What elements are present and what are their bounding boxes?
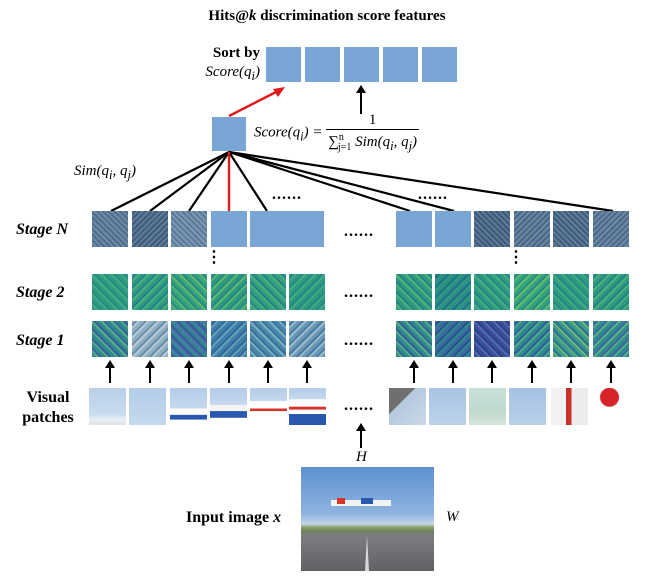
stage-n-tile [514,211,550,247]
vertical-ellipsis: ⋮ [508,249,524,266]
stage-1-tile [553,321,589,357]
visual-patch [170,388,207,425]
stage-n-label: Stage N [16,221,68,238]
height-label: H [356,449,367,465]
stage-n-tile [396,211,432,247]
sorted-score-tile [344,47,379,82]
up-arrow-icon [566,360,576,383]
visual-patch [429,388,466,425]
stage-2-tile [289,274,325,310]
stage-2-tile [396,274,432,310]
stage-2-tile [92,274,128,310]
up-arrow-icon [487,360,497,383]
ellipsis: ...... [344,223,374,240]
stage-n-tile [593,211,629,247]
diagram-title: Hits@k discrimination score features [208,8,446,24]
stage-2-tile [250,274,286,310]
stage-2-tile [211,274,247,310]
score-formula: Score(qi) = 1 ∑nj=1 Sim(qi, qj) [254,112,420,153]
visual-patch [210,388,247,425]
stage-2-tile [474,274,510,310]
stage-n-tile [553,211,589,247]
ellipsis: ...... [344,332,374,349]
stage-1-label: Stage 1 [16,332,65,349]
stage-2-tile [553,274,589,310]
stage-2-tile [171,274,207,310]
stage-n-tile [171,211,207,247]
stage-n-tile [474,211,510,247]
sorted-score-tile [422,47,457,82]
visual-patches-label: Visual patches [22,389,74,426]
sort-by-label: Sort by Score(qi) [205,45,260,83]
visual-patch [551,388,588,425]
sorted-score-tile [383,47,418,82]
stage-1-tile [396,321,432,357]
ellipsis: ...... [344,284,374,301]
up-arrow-icon [145,360,155,383]
stage-1-tile [514,321,550,357]
visual-patch [289,388,326,425]
stage-n-tile [132,211,168,247]
stage-1-tile [289,321,325,357]
stage-n-tile [92,211,128,247]
stage-n-tile [435,211,471,247]
stage-n-tile [211,211,247,247]
similarity-label: Sim(qi, qj) [74,163,136,182]
visual-patch [250,388,287,425]
stage-1-tile [435,321,471,357]
up-arrow-icon [356,423,366,448]
up-arrow-icon [224,360,234,383]
up-arrow-icon [184,360,194,383]
up-arrow-icon [606,360,616,383]
stage-2-label: Stage 2 [16,284,65,301]
stage-1-tile [474,321,510,357]
input-road-image [301,467,434,571]
stage-2-tile [514,274,550,310]
query-tile [212,117,246,151]
visual-patch [591,388,628,425]
stage-2-tile [435,274,471,310]
up-arrow-icon [527,360,537,383]
sorted-score-tile [305,47,340,82]
vertical-ellipsis: ⋮ [206,249,222,266]
stage-2-tile [593,274,629,310]
sign-blue [361,498,373,504]
stage-1-tile [171,321,207,357]
ellipsis: ...... [344,397,374,414]
visual-patch [89,388,126,425]
up-arrow-icon [409,360,419,383]
stage-1-tile [132,321,168,357]
up-arrow-icon [105,360,115,383]
stage-n-tile [250,211,324,247]
stage-1-tile [593,321,629,357]
ellipsis: ...... [272,186,302,203]
sorted-score-tile [266,47,301,82]
visual-patch [469,388,506,425]
stage-1-tile [250,321,286,357]
stage-2-tile [132,274,168,310]
visual-patch [129,388,166,425]
sign-red [337,498,345,504]
stage-1-tile [92,321,128,357]
visual-patch [509,388,546,425]
ellipsis: ...... [418,186,448,203]
lane-marking [365,535,369,571]
up-arrow-icon [263,360,273,383]
width-label: W [446,509,459,525]
input-image-label: Input image x [186,509,282,526]
visual-patch [389,388,426,425]
up-arrow-icon [448,360,458,383]
stage-1-tile [211,321,247,357]
up-arrow-icon [356,85,366,114]
up-arrow-icon [302,360,312,383]
